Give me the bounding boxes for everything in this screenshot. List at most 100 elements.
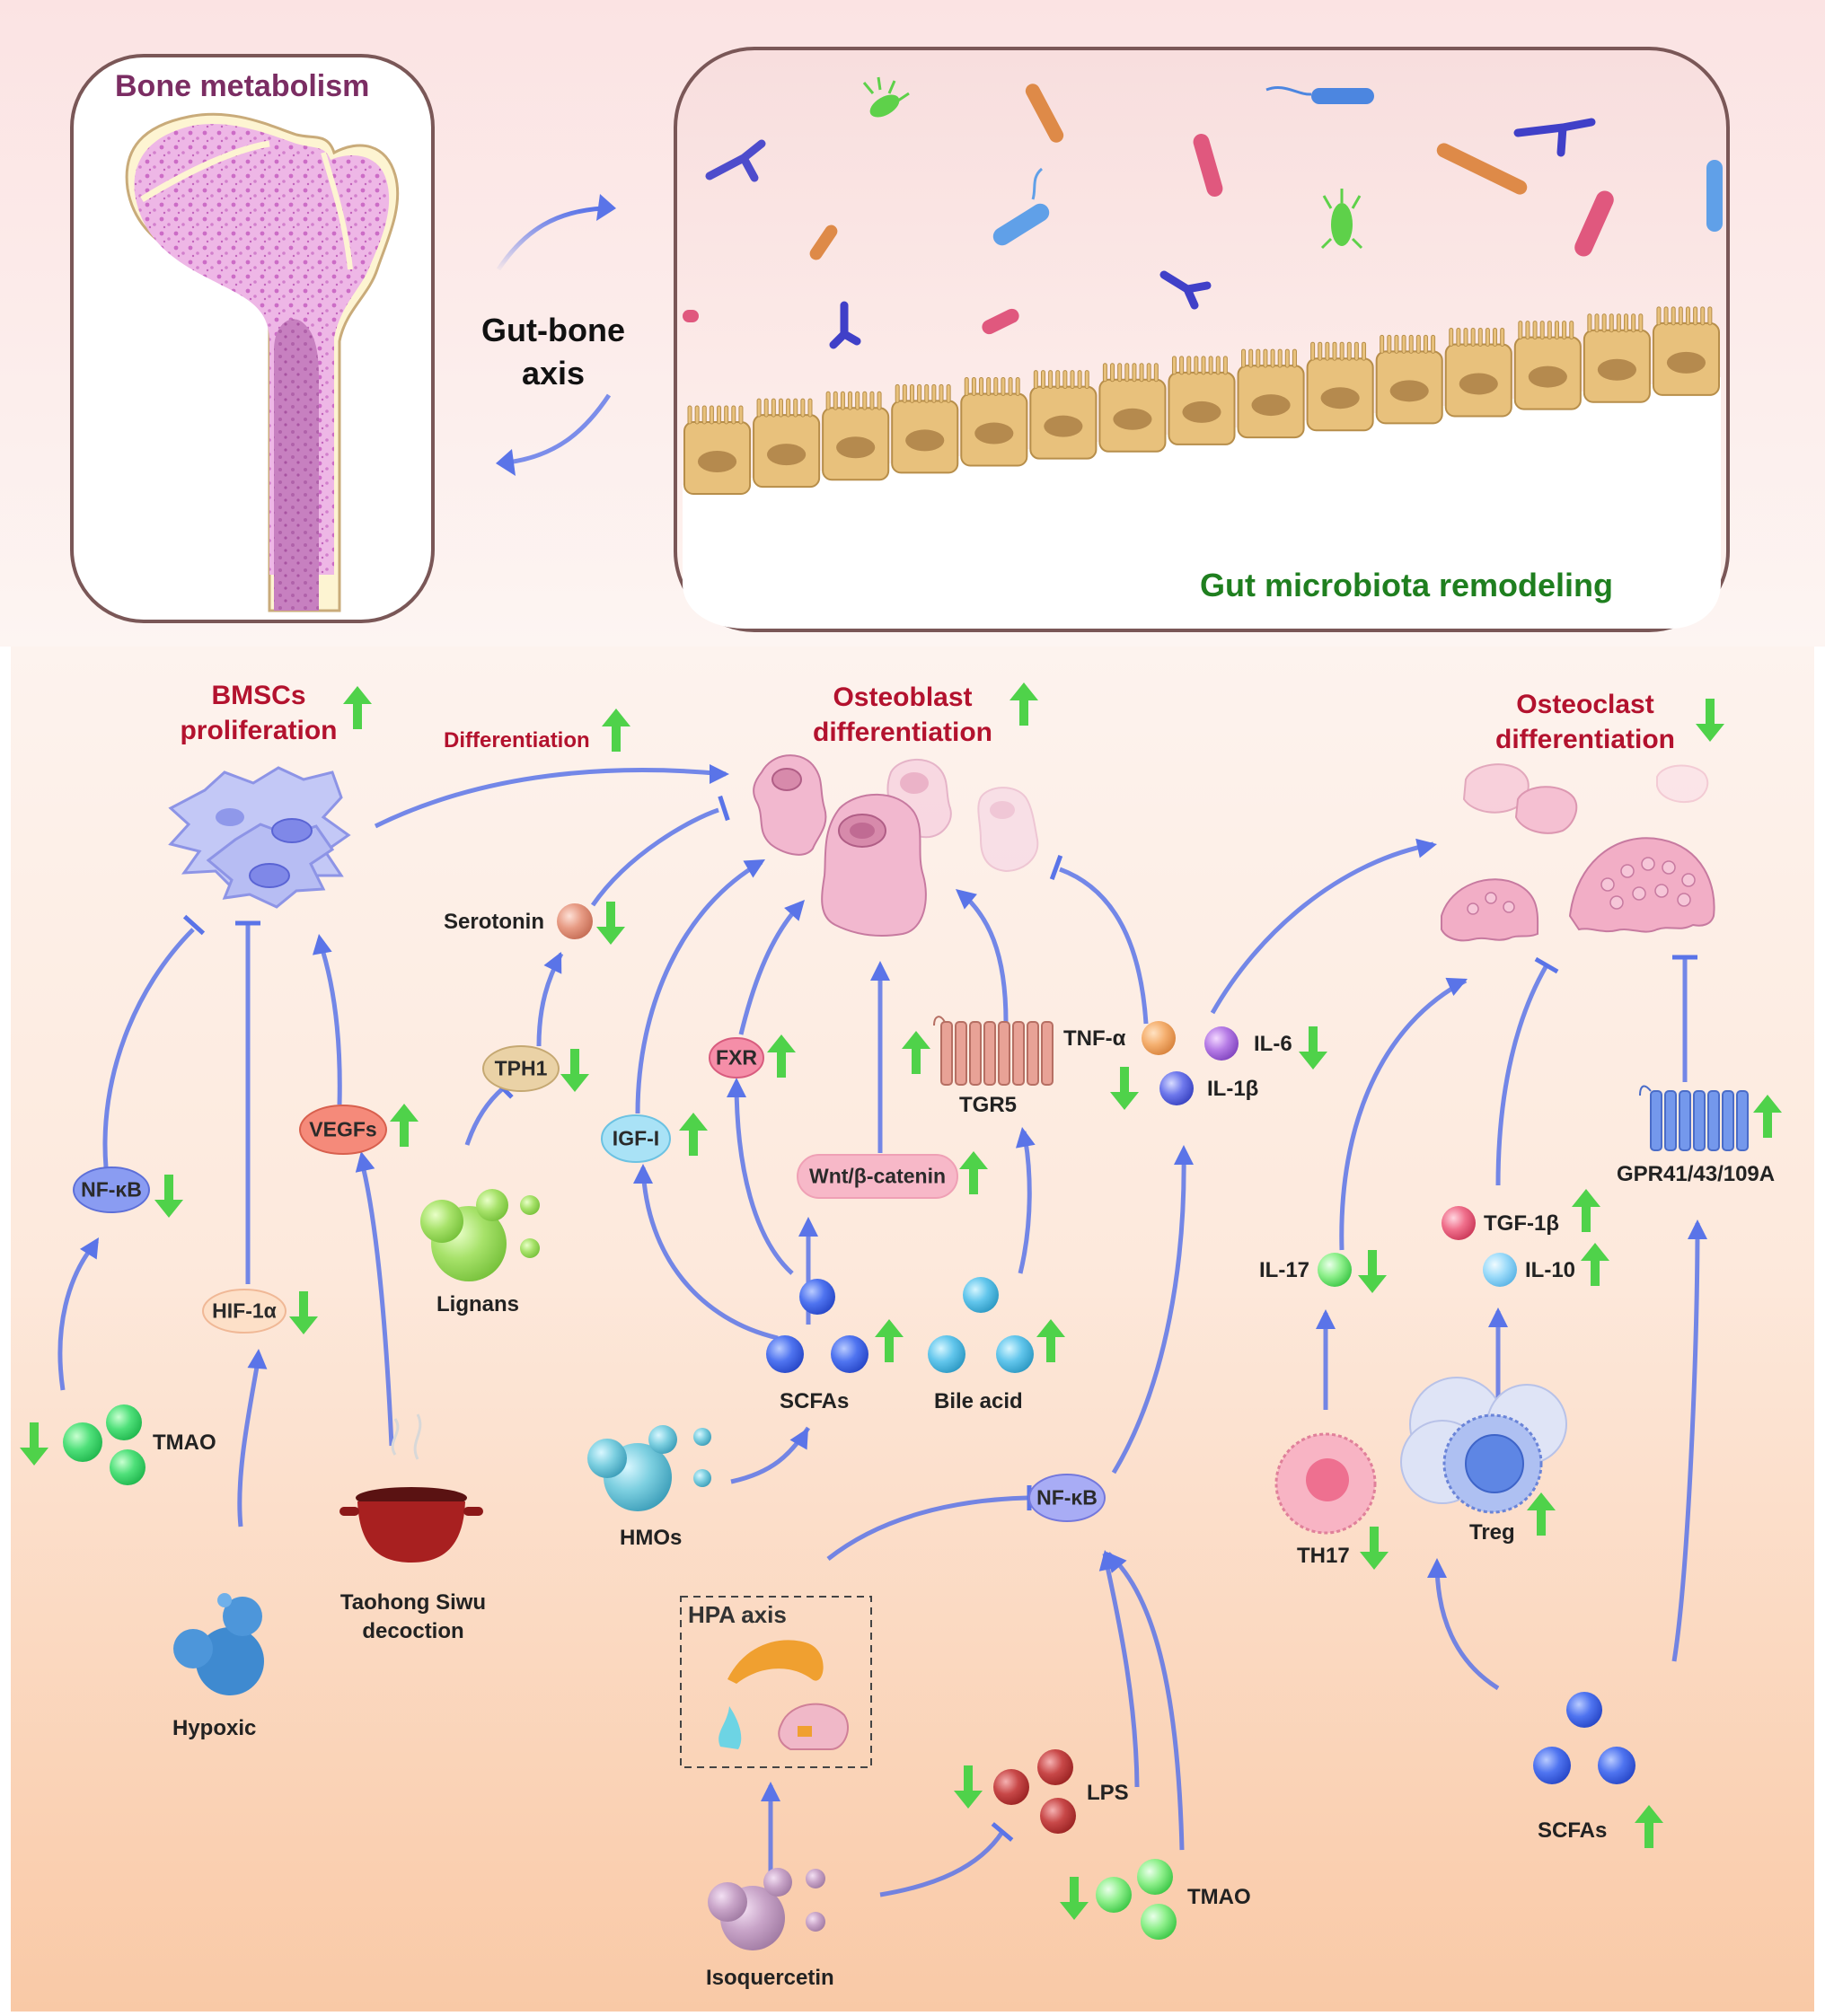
microvillus — [1171, 356, 1177, 375]
bmsc-cells — [168, 766, 351, 909]
pathway-arrow — [734, 1081, 794, 1275]
microvillus — [1292, 348, 1297, 368]
microvillus — [979, 377, 984, 397]
arrow-head — [1445, 977, 1468, 996]
axis-label-line2: axis — [521, 354, 586, 392]
osteoclast-header: Osteoclast differentiation — [1473, 690, 1697, 754]
microvillus — [986, 377, 992, 397]
taohong-line2: decoction — [362, 1619, 464, 1644]
microvillus — [1423, 334, 1428, 354]
microvillus — [1671, 306, 1676, 326]
microvillus — [1601, 313, 1607, 333]
igf-label: IGF-I — [612, 1126, 660, 1150]
cell-nucleus — [767, 444, 807, 466]
inhibition-bar — [718, 795, 730, 822]
tgr5-receptor — [933, 1016, 1054, 1086]
osteoblast-header: Osteoblast differentiation — [790, 682, 1015, 747]
pathway-arrow — [374, 768, 727, 829]
microvillus — [1394, 334, 1399, 354]
increase-arrow — [1753, 1095, 1782, 1138]
microvillus — [1470, 327, 1476, 347]
increase-arrow — [1009, 682, 1038, 726]
th17-cell — [1274, 1432, 1377, 1535]
increase-arrow — [1527, 1492, 1556, 1536]
tph1-label: TPH1 — [494, 1056, 548, 1080]
microvillus — [1401, 334, 1406, 354]
microvillus — [848, 391, 853, 410]
cell-nucleus — [1389, 380, 1429, 402]
osteoblast-line2: differentiation — [813, 717, 992, 747]
gut-bone-axis-label: Gut-bone axis — [467, 313, 639, 391]
arrow-head — [543, 952, 562, 974]
microvillus — [1040, 370, 1045, 390]
hpa-axis-box — [680, 1596, 872, 1768]
pathway-arrow — [358, 1158, 394, 1447]
treg-label: Treg — [1469, 1520, 1515, 1545]
microvillus — [1084, 370, 1089, 390]
microvillus — [709, 405, 714, 425]
cell-nucleus — [1528, 365, 1567, 388]
gut-bone-arrows — [496, 194, 616, 476]
microvillus — [971, 377, 976, 397]
microvillus — [1616, 313, 1621, 333]
increase-arrow — [679, 1113, 708, 1156]
increase-arrow — [343, 686, 372, 729]
microvillus — [1008, 377, 1013, 397]
bmsc-header: BMSCs proliferation — [160, 681, 357, 745]
microvillus — [1179, 356, 1185, 375]
osteoclast-cells — [1441, 763, 1715, 942]
microvillus — [931, 383, 937, 403]
arrow-head — [633, 1164, 653, 1184]
microvillus — [1594, 313, 1600, 333]
pathway-arrow — [1106, 1552, 1185, 1851]
gpr-label: GPR41/43/109A — [1617, 1162, 1776, 1186]
decrease-arrow — [1358, 1250, 1387, 1293]
microvillus — [1284, 348, 1290, 368]
decrease-arrow — [596, 902, 625, 945]
pathway-arrow — [1059, 867, 1149, 1025]
microvillus — [895, 383, 900, 403]
isoquercetin-label: Isoquercetin — [706, 1966, 834, 1990]
microvillus — [1493, 327, 1498, 347]
osteoblast-line1: Osteoblast — [833, 682, 973, 712]
microvillus — [1663, 306, 1669, 326]
microvillus — [1102, 363, 1107, 383]
microvillus — [1055, 370, 1061, 390]
microvillus — [1380, 334, 1385, 354]
microvillus — [1318, 341, 1323, 361]
pathway-arrow — [826, 1495, 1030, 1561]
microvillus — [1033, 370, 1038, 390]
microvillus — [1500, 327, 1505, 347]
tmao-bottom-label: TMAO — [1187, 1885, 1251, 1909]
osteoclast-line2: differentiation — [1495, 725, 1675, 754]
decrease-arrow — [20, 1422, 48, 1466]
osteoclast-line1: Osteoclast — [1516, 690, 1654, 719]
microvillus — [1332, 341, 1337, 361]
microvillus — [1539, 321, 1545, 340]
intestinal-epithelium — [683, 306, 1721, 495]
microvillus — [687, 405, 692, 425]
gpr-receptor — [1639, 1085, 1749, 1151]
cell-nucleus — [1182, 401, 1221, 423]
arrow-head — [1488, 1307, 1508, 1327]
trend-arrows — [20, 682, 1782, 1920]
microvillus — [1624, 313, 1629, 333]
pathway-arrow — [879, 1830, 1005, 1897]
arrow-head — [1316, 1309, 1336, 1329]
tnf-label: TNF-α — [1063, 1026, 1126, 1051]
microvillus — [825, 391, 831, 410]
cell-nucleus — [836, 436, 876, 459]
microvillus — [877, 391, 882, 410]
bile-acid-label: Bile acid — [934, 1389, 1023, 1413]
arrow-head — [1415, 838, 1437, 858]
microvillus — [1146, 363, 1151, 383]
taohong-label: Taohong Siwu decoction — [332, 1590, 494, 1644]
cell-nucleus — [1044, 415, 1083, 437]
decrease-arrow — [954, 1765, 983, 1809]
microvillus — [1353, 341, 1359, 361]
cell-nucleus — [1459, 373, 1498, 395]
microvillus — [1547, 321, 1552, 340]
arrow-head — [870, 961, 890, 981]
microvillus — [731, 405, 736, 425]
scfas-mid-label: SCFAs — [780, 1389, 850, 1413]
